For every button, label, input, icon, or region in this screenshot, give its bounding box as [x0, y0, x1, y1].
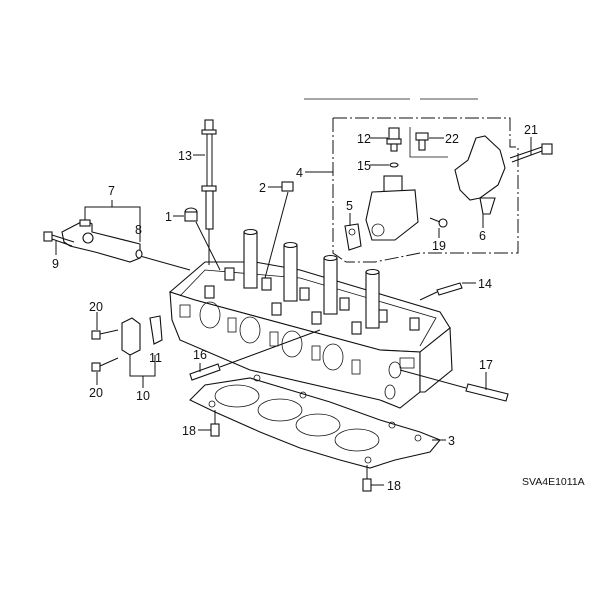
callout-18-left[interactable]: 18 — [182, 424, 196, 438]
cover-assembly — [91, 315, 163, 372]
callout-8[interactable]: 8 — [135, 223, 142, 237]
stud-bolt-14 — [419, 282, 463, 301]
callout-18-right[interactable]: 18 — [387, 479, 401, 493]
cap-plug — [184, 207, 221, 271]
callout-21[interactable]: 21 — [524, 123, 538, 137]
flange-bolt-21 — [509, 143, 553, 163]
callout-4[interactable]: 4 — [296, 166, 303, 180]
flange-bolt-22 — [415, 132, 429, 151]
flange-bolt-9 — [43, 231, 75, 247]
callout-20-top[interactable]: 20 — [89, 300, 103, 314]
washer — [389, 162, 399, 168]
diagram-code: SVA4E1011A — [522, 476, 585, 488]
callout-22[interactable]: 22 — [445, 132, 459, 146]
callout-20-bottom[interactable]: 20 — [89, 386, 103, 400]
callout-15[interactable]: 15 — [357, 159, 371, 173]
callout-7[interactable]: 7 — [108, 184, 115, 198]
leader-lines — [55, 137, 532, 486]
flange-bolt-19 — [429, 217, 448, 228]
callout-17[interactable]: 17 — [479, 358, 493, 372]
cylinder-head — [168, 228, 453, 409]
callout-14[interactable]: 14 — [478, 277, 492, 291]
head-bolt — [201, 119, 217, 265]
callout-5[interactable]: 5 — [346, 199, 353, 213]
pressure-switch — [386, 127, 402, 152]
spool-valve-gasket — [344, 223, 362, 251]
assembly-4-box — [332, 117, 519, 263]
callout-1[interactable]: 1 — [165, 210, 172, 224]
callout-11[interactable]: 11 — [149, 351, 162, 365]
callout-19[interactable]: 19 — [432, 239, 446, 253]
callout-3[interactable]: 3 — [448, 434, 455, 448]
stud-bolt-16 — [189, 329, 321, 381]
bracket — [454, 135, 506, 215]
callout-12[interactable]: 12 — [357, 132, 371, 146]
callout-10[interactable]: 10 — [136, 389, 150, 403]
callout-2[interactable]: 2 — [259, 181, 266, 195]
stud-bolt-17 — [399, 369, 509, 402]
callout-6[interactable]: 6 — [479, 229, 486, 243]
spark-plug-tubes — [243, 228, 380, 329]
vtc-solenoid — [61, 219, 191, 271]
callout-labels: 13 2 1 7 8 9 4 12 15 22 5 19 6 21 14 20 … — [52, 123, 538, 493]
head-gasket — [189, 374, 441, 469]
callout-16[interactable]: 16 — [193, 348, 207, 362]
o-ring — [135, 249, 143, 259]
callout-13[interactable]: 13 — [178, 149, 192, 163]
vtc-spool-valve — [365, 175, 419, 241]
dowel-pin-b — [362, 465, 372, 492]
callout-9[interactable]: 9 — [52, 257, 59, 271]
dowel-pin-a — [210, 410, 220, 437]
